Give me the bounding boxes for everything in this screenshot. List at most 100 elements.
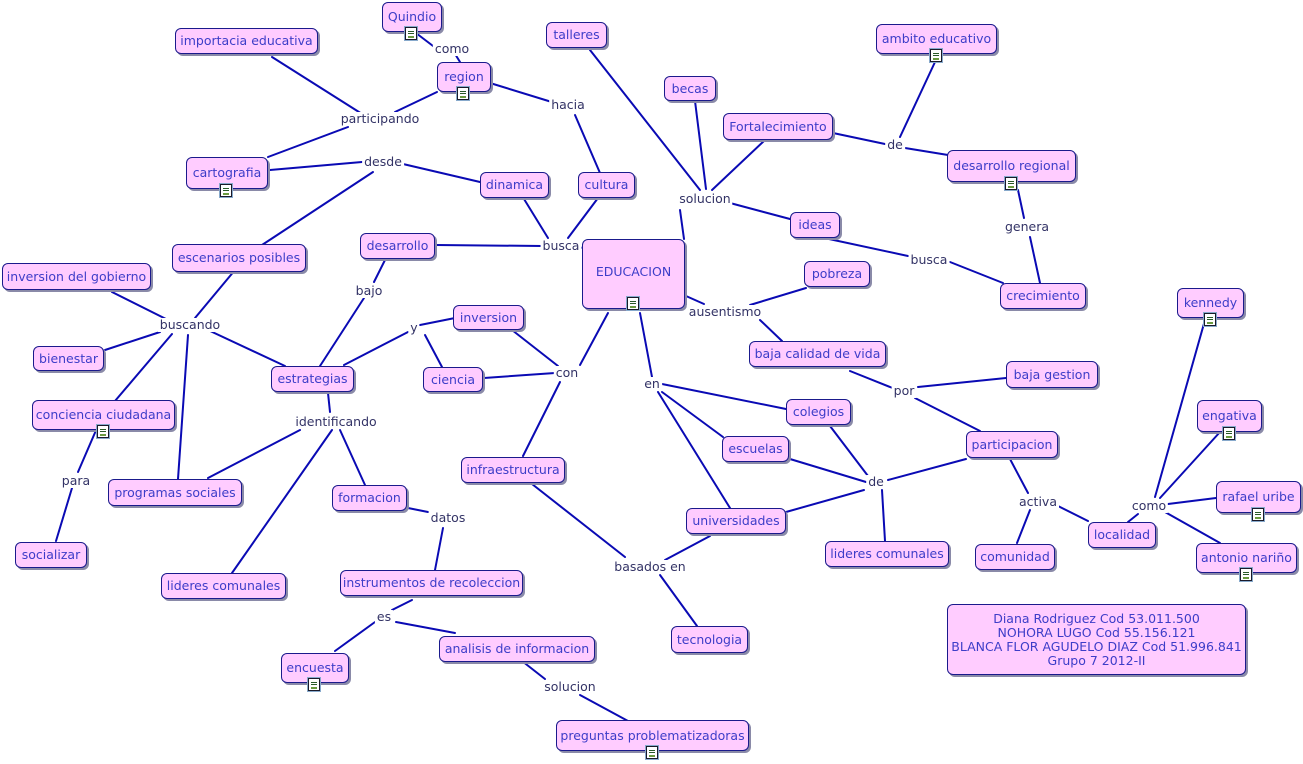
document-icon[interactable] — [219, 183, 233, 198]
node-fortalecimiento[interactable]: Fortalecimiento — [723, 113, 833, 140]
node-escuelas[interactable]: escuelas — [722, 436, 789, 462]
author-line: Diana Rodriguez Cod 53.011.500 — [993, 610, 1200, 626]
link-de-mid[interactable]: de — [866, 474, 886, 489]
node-pobreza[interactable]: pobreza — [804, 261, 870, 287]
node-engativa[interactable]: engativa — [1197, 400, 1262, 441]
link-busca-right[interactable]: busca — [908, 252, 950, 267]
node-ciencia[interactable]: ciencia — [423, 367, 483, 392]
node-antonio-narino[interactable]: antonio nariño — [1196, 543, 1297, 582]
node-bienestar[interactable]: bienestar — [33, 346, 104, 371]
node-estrategias[interactable]: estrategias — [271, 366, 354, 392]
node-ambito-educativo[interactable]: ambito educativo — [876, 24, 997, 63]
node-preguntas-problematizadoras[interactable]: preguntas problematizadoras — [556, 720, 749, 760]
node-importacia-educativa[interactable]: importacia educativa — [175, 28, 318, 54]
link-solucion-top[interactable]: solucion — [677, 191, 733, 206]
document-icon[interactable] — [404, 26, 418, 41]
node-lideres-comunales-right[interactable]: lideres comunales — [825, 541, 949, 567]
link-participando[interactable]: participando — [338, 111, 422, 126]
link-hacia[interactable]: hacia — [549, 97, 587, 112]
link-de-top[interactable]: de — [885, 137, 905, 152]
node-formacion[interactable]: formacion — [332, 485, 407, 511]
authors-box[interactable]: Diana Rodriguez Cod 53.011.500 NOHORA LU… — [947, 604, 1246, 675]
node-dinamica[interactable]: dinamica — [480, 172, 549, 198]
document-icon[interactable] — [95, 424, 110, 439]
node-comunidad[interactable]: comunidad — [975, 544, 1055, 570]
node-label: lideres comunales — [830, 546, 944, 561]
node-kennedy[interactable]: kennedy — [1177, 288, 1244, 327]
node-encuesta[interactable]: encuesta — [281, 653, 349, 692]
node-baja-calidad-de-vida[interactable]: baja calidad de vida — [749, 341, 886, 367]
node-crecimiento[interactable]: crecimiento — [1000, 283, 1086, 309]
author-line: BLANCA FLOR AGUDELO DIAZ Cod 51.996.841 — [951, 638, 1242, 654]
link-datos[interactable]: datos — [428, 510, 468, 525]
link-por[interactable]: por — [891, 383, 917, 398]
document-icon[interactable] — [1202, 312, 1217, 327]
link-ausentismo[interactable]: ausentismo — [686, 304, 764, 319]
node-region[interactable]: region — [437, 62, 491, 101]
node-ideas[interactable]: ideas — [790, 212, 840, 238]
node-label: inversion del gobierno — [6, 268, 147, 284]
node-label: becas — [671, 80, 709, 96]
node-localidad[interactable]: localidad — [1088, 522, 1156, 548]
node-rafael-uribe[interactable]: rafael uribe — [1216, 481, 1301, 522]
link-genera[interactable]: genera — [1002, 219, 1052, 234]
node-label: talleres — [553, 27, 600, 42]
node-lideres-comunales-left[interactable]: lideres comunales — [161, 573, 286, 599]
link-y[interactable]: y — [408, 320, 420, 335]
node-escenarios-posibles[interactable]: escenarios posibles — [172, 244, 306, 272]
document-icon[interactable] — [625, 296, 640, 311]
node-conciencia-ciudadana[interactable]: conciencia ciudadana — [32, 400, 175, 439]
link-bajo[interactable]: bajo — [353, 283, 385, 298]
node-inversion-del-gobierno[interactable]: inversion del gobierno — [2, 263, 151, 290]
node-educacion[interactable]: EDUCACION — [582, 239, 685, 311]
node-talleres[interactable]: talleres — [546, 22, 607, 48]
node-infraestructura[interactable]: infraestructura — [461, 457, 565, 483]
node-programas-sociales[interactable]: programas sociales — [108, 479, 242, 506]
node-label: encuesta — [286, 660, 344, 675]
document-icon[interactable] — [928, 48, 943, 63]
link-activa[interactable]: activa — [1017, 494, 1059, 509]
link-solucion-bottom[interactable]: solucion — [542, 679, 598, 694]
node-inversion[interactable]: inversion — [453, 305, 524, 330]
document-icon[interactable] — [456, 86, 470, 101]
document-icon[interactable] — [1221, 426, 1236, 441]
document-icon[interactable] — [1250, 507, 1265, 522]
link-como-right[interactable]: como — [1129, 498, 1169, 513]
node-desarrollo-regional[interactable]: desarrollo regional — [947, 150, 1076, 191]
node-analisis-de-informacion[interactable]: analisis de informacion — [439, 636, 595, 662]
link-busca-center[interactable]: busca — [540, 238, 582, 253]
node-tecnologia[interactable]: tecnologia — [671, 626, 748, 653]
node-instrumentos-de-recoleccion[interactable]: instrumentos de recoleccion — [340, 570, 523, 596]
link-basados-en[interactable]: basados en — [612, 559, 688, 574]
node-becas[interactable]: becas — [664, 76, 716, 101]
node-desarrollo[interactable]: desarrollo — [360, 233, 435, 259]
link-con[interactable]: con — [553, 365, 581, 380]
link-para[interactable]: para — [59, 473, 93, 488]
node-baja-gestion[interactable]: baja gestion — [1006, 361, 1098, 388]
node-colegios[interactable]: colegios — [786, 399, 851, 425]
document-icon[interactable] — [1003, 176, 1018, 191]
node-socializar[interactable]: socializar — [15, 542, 87, 568]
node-quindio[interactable]: Quindio — [382, 2, 442, 41]
node-label: socializar — [21, 547, 81, 562]
link-como-top[interactable]: como — [432, 41, 472, 56]
node-participacion[interactable]: participacion — [966, 431, 1058, 458]
node-label: comunidad — [980, 549, 1050, 564]
node-cultura[interactable]: cultura — [578, 172, 635, 198]
node-label: bienestar — [39, 350, 98, 366]
link-buscando[interactable]: buscando — [157, 317, 223, 332]
document-icon[interactable] — [307, 677, 321, 692]
link-en[interactable]: en — [642, 376, 662, 391]
node-universidades[interactable]: universidades — [686, 508, 786, 534]
node-label: Fortalecimiento — [729, 118, 827, 134]
node-label: importacia educativa — [180, 33, 313, 48]
link-identificando[interactable]: identificando — [293, 414, 379, 429]
link-desde[interactable]: desde — [362, 154, 404, 169]
node-cartografia[interactable]: cartografia — [186, 157, 268, 198]
document-icon[interactable] — [1238, 567, 1253, 582]
link-es[interactable]: es — [374, 609, 394, 624]
node-label: universidades — [692, 513, 780, 528]
document-icon[interactable] — [644, 745, 659, 760]
node-label: EDUCACION — [595, 264, 672, 279]
